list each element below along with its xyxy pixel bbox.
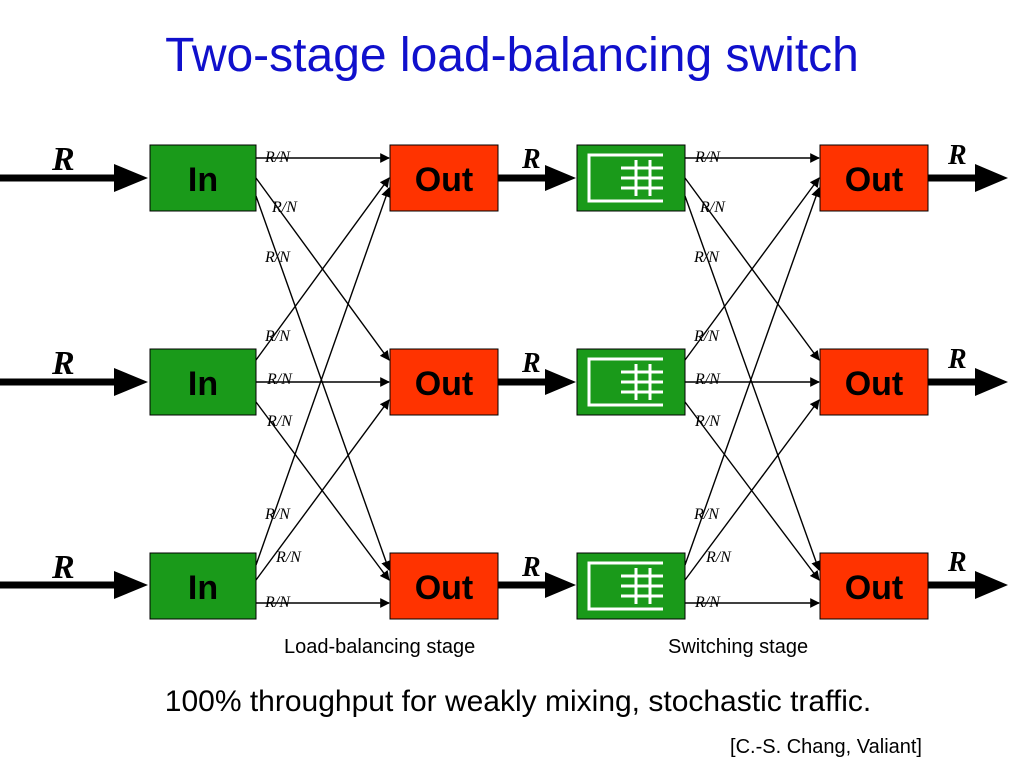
output-port-box <box>819 348 929 416</box>
output-line-arrowhead <box>975 368 1008 396</box>
input-port-label: In <box>188 161 218 199</box>
output-rate-label: R <box>947 140 967 171</box>
citation: [C.-S. Chang, Valiant] <box>730 736 922 758</box>
row-1: R In Out R Out R <box>0 140 1008 212</box>
voq-buffer-icon <box>587 153 663 203</box>
output-port-box <box>819 552 929 620</box>
row-3: R In Out R Out R <box>0 547 1008 620</box>
link-rate-label: R/N <box>694 594 721 611</box>
mid-link-arrowhead <box>545 369 576 395</box>
slide-title: Two-stage load-balancing switch <box>165 29 859 82</box>
link-rate-label: R/N <box>271 199 298 216</box>
link-rate-label: R/N <box>264 328 291 345</box>
input-line-arrowhead <box>114 368 148 396</box>
link-rate-label: R/N <box>694 371 721 388</box>
input-line-arrowhead <box>114 164 148 192</box>
intermediate-output-box <box>389 552 499 620</box>
throughput-caption: 100% throughput for weakly mixing, stoch… <box>164 685 872 718</box>
intermediate-output-label: Out <box>415 569 474 607</box>
output-line-arrowhead <box>975 164 1008 192</box>
mid-link-arrowhead <box>545 165 576 191</box>
link-rate-label: R/N <box>693 506 720 523</box>
input-port-label: In <box>188 569 218 607</box>
link-rate-label: R/N <box>694 413 721 430</box>
link-rate-label: R/N <box>264 249 291 266</box>
mesh-link <box>255 195 391 571</box>
input-port-box <box>149 552 257 620</box>
load-balancing-rate-labels: R/N R/N R/N R/N R/N R/N R/N R/N R/N <box>264 149 302 611</box>
output-port-label: Out <box>845 569 904 607</box>
link-rate-label: R/N <box>275 549 302 566</box>
mesh-link <box>255 399 390 581</box>
mesh-link <box>255 187 391 566</box>
input-port-label: In <box>188 365 218 403</box>
link-rate-label: R/N <box>266 413 293 430</box>
load-balancing-stage-label: Load-balancing stage <box>284 636 475 658</box>
mid-rate-label: R <box>521 348 541 379</box>
output-port-box <box>819 144 929 212</box>
mid-link-arrowhead <box>545 572 576 598</box>
link-rate-label: R/N <box>699 199 726 216</box>
voq-buffer-icon <box>587 561 663 611</box>
row-2: R In Out R Out R <box>0 344 1008 416</box>
mesh-link <box>684 399 820 581</box>
mesh-link <box>255 177 390 361</box>
mid-rate-label: R <box>521 144 541 175</box>
output-port-label: Out <box>845 161 904 199</box>
mesh-link <box>684 187 821 566</box>
link-rate-label: R/N <box>705 549 732 566</box>
input-line-arrowhead <box>114 571 148 599</box>
link-rate-label: R/N <box>693 249 720 266</box>
output-rate-label: R <box>947 344 967 375</box>
input-rate-label: R <box>51 549 75 586</box>
link-rate-label: R/N <box>264 506 291 523</box>
mid-rate-label: R <box>521 552 541 583</box>
link-rate-label: R/N <box>694 149 721 166</box>
link-rate-label: R/N <box>264 594 291 611</box>
input-rate-label: R <box>51 345 75 382</box>
output-rate-label: R <box>947 547 967 578</box>
input-port-box <box>149 144 257 212</box>
output-port-label: Out <box>845 365 904 403</box>
load-balancing-mesh <box>255 153 391 608</box>
mesh-link <box>684 195 821 571</box>
input-port-box <box>149 348 257 416</box>
intermediate-output-label: Out <box>415 161 474 199</box>
link-rate-label: R/N <box>266 371 293 388</box>
input-rate-label: R <box>51 141 75 178</box>
link-rate-label: R/N <box>264 149 291 166</box>
output-line-arrowhead <box>975 571 1008 599</box>
intermediate-output-label: Out <box>415 365 474 403</box>
link-rate-label: R/N <box>693 328 720 345</box>
switching-rate-labels: R/N R/N R/N R/N R/N R/N R/N R/N R/N <box>693 149 732 611</box>
intermediate-output-box <box>389 144 499 212</box>
switching-stage-label: Switching stage <box>668 636 808 658</box>
mesh-link <box>684 177 820 361</box>
intermediate-output-box <box>389 348 499 416</box>
switching-mesh <box>684 153 821 608</box>
voq-buffer-icon <box>587 357 663 407</box>
